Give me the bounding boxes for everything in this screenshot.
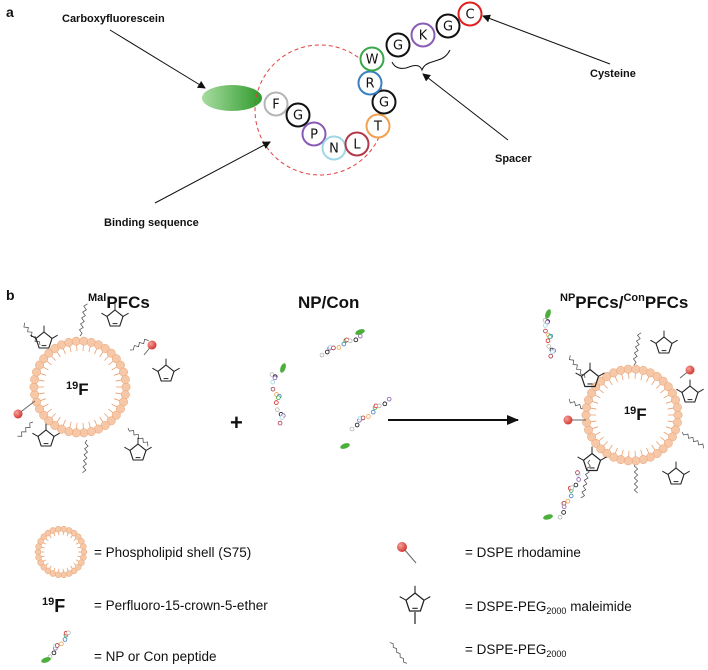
residue-letter: G — [293, 109, 303, 124]
malpfcs-title: MalPFCs — [88, 292, 150, 312]
residue-letter: G — [379, 96, 389, 111]
cysteine-arrow — [482, 14, 611, 65]
np-mid: PFCs/ — [575, 293, 623, 312]
core-sup-right: 19 — [624, 405, 636, 417]
residue-9: G — [385, 32, 411, 58]
legend-maleimide-sub: 2000 — [546, 606, 566, 616]
residue-3: N — [321, 135, 347, 161]
legend-shell-text: = Phospholipid shell (S75) — [94, 545, 251, 560]
plus-sign: + — [230, 410, 243, 435]
conjugated-nanoparticle — [542, 309, 704, 520]
residue-letter: F — [272, 98, 279, 113]
residue-8: W — [359, 46, 385, 72]
malpfcs-text: PFCs — [106, 293, 149, 312]
np-sup: NP — [560, 292, 575, 304]
residue-letter: K — [419, 29, 428, 44]
spacer-label: Spacer — [495, 153, 532, 165]
residue-letter: G — [443, 20, 453, 35]
spacer-bracket — [391, 49, 451, 72]
core-sup-left: 19 — [66, 380, 78, 392]
legend-19f-sup: 19 — [42, 596, 54, 608]
residue-2: P — [301, 121, 327, 147]
con-sup: Con — [623, 292, 645, 304]
legend-maleimide-text: = DSPE-PEG2000 maleimide — [465, 599, 632, 616]
carboxy-arrow — [109, 29, 206, 89]
legend-peg-icon — [389, 642, 408, 664]
legend-peg-text: = DSPE-PEG2000 — [465, 642, 566, 659]
core-text-left: F — [78, 380, 88, 399]
spacer-arrow — [422, 73, 509, 141]
legend-rhodamine-text: = DSPE rhodamine — [465, 545, 581, 560]
np-con-pfcs-title: NPPFCs/ConPFCs — [560, 292, 688, 312]
residue-letter: G — [393, 39, 403, 54]
legend-peg-sub: 2000 — [546, 649, 566, 659]
legend-maleimide-pre: = DSPE-PEG — [465, 599, 546, 614]
legend-peptide-icon — [41, 630, 71, 663]
legend-peg-pre: = DSPE-PEG — [465, 642, 546, 657]
legend-maleimide-post: maleimide — [566, 599, 631, 614]
legend-19f-symbol: 19F — [42, 596, 65, 616]
residue-12: C — [457, 1, 483, 27]
residue-letter: T — [373, 120, 382, 135]
residue-letter: P — [310, 128, 318, 143]
residue-11: G — [435, 13, 461, 39]
residue-10: K — [410, 22, 436, 48]
legend-peptide-text: = NP or Con peptide — [94, 649, 216, 664]
legend-maleimide-icon — [399, 585, 431, 624]
panel-a-letter: a — [6, 4, 14, 20]
residue-letter: C — [465, 8, 474, 23]
core-label-left: 19F — [66, 380, 89, 399]
malpfcs-sup: Mal — [88, 292, 106, 304]
legend-crown-text: = Perfluoro-15-crown-5-ether — [94, 598, 268, 613]
residue-7: R — [357, 70, 383, 96]
residue-4: L — [344, 131, 370, 157]
residue-1: G — [285, 102, 311, 128]
residue-letter: N — [329, 142, 339, 157]
npcon-title: NP/Con — [298, 293, 359, 312]
cysteine-label: Cysteine — [590, 68, 636, 80]
legend-19f-text: F — [54, 596, 65, 616]
residue-letter: R — [365, 77, 374, 92]
binding-sequence-label: Binding sequence — [104, 217, 199, 229]
panel-b-letter: b — [6, 287, 15, 303]
fluorescein-ellipse — [202, 85, 262, 111]
legend-shell-icon — [34, 525, 88, 579]
residue-letter: W — [366, 53, 379, 68]
malpfcs-nanoparticle — [13, 303, 180, 473]
residue-6: G — [371, 89, 397, 115]
carboxyfluorescein-label: Carboxyfluorescein — [62, 13, 165, 25]
residue-0: F — [263, 91, 289, 117]
residue-letter: L — [353, 138, 361, 153]
con-text: PFCs — [645, 293, 688, 312]
core-label-right: 19F — [624, 405, 647, 424]
legend-rhodamine-icon — [397, 542, 417, 564]
core-text-right: F — [636, 405, 646, 424]
binding-arrow — [154, 141, 271, 204]
free-peptides — [269, 329, 392, 449]
residue-5: T — [365, 113, 391, 139]
